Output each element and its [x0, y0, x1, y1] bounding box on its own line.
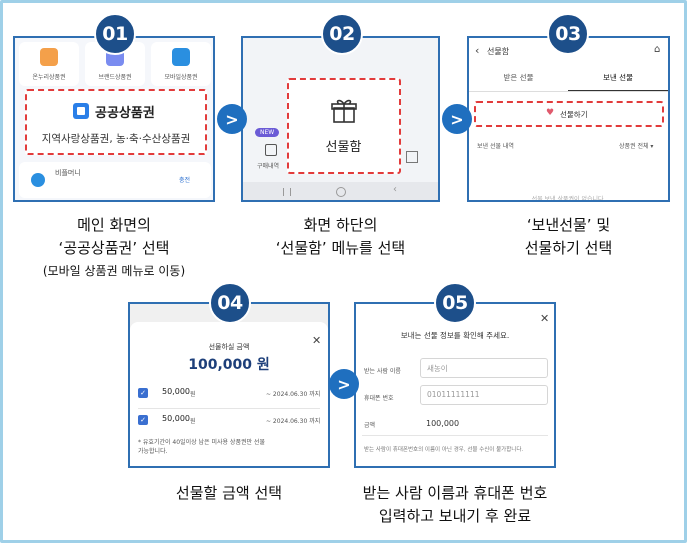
field-label: 금액 [364, 422, 376, 429]
heart-icon: ♥ [546, 108, 555, 118]
step-1-panel: 온누리상품권 브랜드상품권 모바일상품권 공공상품권 지역사랑상품권, 농·축·… [13, 36, 215, 202]
row-expiry: ~ 2024.06.30 까지 [266, 391, 321, 398]
bottom-item-label: 비플머니 [55, 169, 81, 177]
amount-heading: 선물하실 금액 [208, 343, 250, 351]
send-gift-highlight[interactable]: ♥ 선물하기 [474, 101, 664, 127]
amount-note: * 유효기간이 40일이상 남은 미사용 상품권만 선물 가능합니다. [138, 439, 265, 455]
step-1-caption-line: ‘공공상품권’ 선택 [58, 239, 170, 257]
step-3-panel: ‹ 선물함 ⌂ 받은 선물 보낸 선물 ♥ 선물하기 보낸 선물 내역 상품권 … [467, 36, 670, 202]
step-5-caption-line: 받는 사람 이름과 휴대폰 번호 [362, 484, 548, 502]
sent-list-label: 보낸 선물 내역 [477, 143, 514, 150]
row-unit: 원 [190, 418, 196, 425]
send-gift-label: 선물하기 [560, 110, 588, 119]
left-chip: NEW [255, 128, 280, 137]
filter-label: 상품권 전체 [619, 143, 649, 150]
next-arrow-icon: > [329, 369, 359, 399]
public-voucher-highlight[interactable]: 공공상품권 지역사랑상품권, 농·축·수산상품권 [25, 89, 207, 155]
phone-value: 01011111111 [427, 390, 480, 399]
close-icon[interactable]: ✕ [540, 312, 550, 325]
bottom-nav-bar: ‹ [243, 182, 438, 200]
step-2-panel: NEW 구매내역 선물함 ‹ [241, 36, 440, 202]
onnuri-icon [40, 48, 58, 66]
confirm-heading: 보내는 선물 정보를 확인해 주세요. [400, 331, 510, 340]
purchase-icon [265, 144, 277, 156]
back-nav-icon[interactable]: ‹ [393, 184, 397, 195]
tile-label: 모바일상품권 [164, 74, 198, 81]
total-amount: 100,000 원 [188, 357, 270, 373]
checkbox[interactable]: ✓ [138, 388, 148, 398]
purchase-label: 구매내역 [257, 163, 280, 170]
coin-icon [31, 173, 45, 187]
gift-box-highlight[interactable]: 선물함 [287, 78, 401, 174]
screen-title: 선물함 [487, 47, 510, 56]
field-label: 받는 사람 이름 [364, 368, 401, 375]
voucher-filter-select[interactable]: 상품권 전체 ▾ [619, 141, 653, 150]
step-2-caption-line: ‘선물함’ 메뉴를 선택 [275, 239, 406, 257]
step-2-caption-line: 화면 하단의 [303, 216, 378, 234]
home-icon[interactable]: ⌂ [654, 44, 661, 55]
public-voucher-title: 공공상품권 [95, 106, 155, 121]
charge-button[interactable]: 충전 [179, 177, 191, 184]
amount-value: 100,000 [426, 419, 460, 428]
step-5-badge: 05 [434, 282, 476, 324]
tab-sent[interactable]: 보낸 선물 [603, 73, 633, 82]
row-unit: 원 [190, 391, 196, 398]
gift-icon [331, 99, 357, 123]
row-divider [138, 408, 320, 409]
close-icon[interactable]: ✕ [312, 334, 322, 347]
tab-divider [469, 91, 668, 92]
home-nav-icon[interactable] [336, 187, 346, 197]
amount-row[interactable]: ✓ 50,000 원 ~ 2024.06.30 까지 [138, 413, 322, 429]
step-3-caption-line: ‘보낸선물’ 및 [526, 216, 611, 234]
row-value: 50,000 [162, 414, 190, 423]
step-4-caption: 선물할 금액 선택 [128, 482, 330, 505]
checkbox[interactable]: ✓ [138, 415, 148, 425]
bottom-item[interactable]: 비플머니 충전 [19, 162, 211, 198]
empty-state-text: 선물 보낸 상품권이 없습니다. [531, 196, 606, 202]
tab-received[interactable]: 받은 선물 [503, 73, 534, 82]
recipient-name-input[interactable]: 새농이 [420, 358, 548, 378]
step-5-panel: ✕ 보내는 선물 정보를 확인해 주세요. 받는 사람 이름 새농이 휴대폰 번… [354, 302, 556, 468]
field-label: 휴대폰 번호 [364, 395, 394, 402]
chevron-down-icon: ▾ [648, 143, 654, 150]
step-1-caption-note: (모바일 상품권 메뉴로 이동) [42, 264, 186, 278]
back-icon[interactable]: ‹ [475, 44, 480, 57]
recipient-name-value: 새농이 [427, 364, 448, 373]
step-1-caption-line: 메인 화면의 [77, 216, 151, 234]
menu-nav-icon[interactable] [283, 188, 291, 196]
tab-underline [568, 90, 668, 92]
tile-mobile[interactable]: 모바일상품권 [151, 42, 211, 86]
next-arrow-icon: > [217, 104, 247, 134]
row-value: 50,000 [162, 387, 190, 396]
step-1-caption: 메인 화면의 ‘공공상품권’ 선택 (모바일 상품권 메뉴로 이동) [13, 214, 215, 283]
next-arrow-icon: > [442, 104, 472, 134]
amount-sheet: ✕ 선물하실 금액 100,000 원 ✓ 50,000 원 ~ 2024.06… [130, 322, 328, 466]
mobile-icon [172, 48, 190, 66]
step-2-badge: 02 [321, 13, 363, 55]
step-2-caption: 화면 하단의 ‘선물함’ 메뉴를 선택 [241, 214, 440, 260]
step-1-badge: 01 [94, 13, 136, 55]
step-5-caption: 받는 사람 이름과 휴대폰 번호 입력하고 보내기 후 완료 [324, 482, 586, 528]
field-divider [362, 435, 548, 436]
step-4-caption-line: 선물할 금액 선택 [175, 484, 283, 502]
tile-onnuri[interactable]: 온누리상품권 [19, 42, 79, 86]
row-expiry: ~ 2024.06.30 까지 [266, 418, 321, 425]
tile-label: 온누리상품권 [32, 74, 66, 81]
step-3-badge: 03 [547, 13, 589, 55]
step-3-caption-line: 선물하기 선택 [524, 239, 613, 257]
step-4-badge: 04 [209, 282, 251, 324]
step-4-panel: ✕ 선물하실 금액 100,000 원 ✓ 50,000 원 ~ 2024.06… [128, 302, 330, 468]
phone-input[interactable]: 01011111111 [420, 385, 548, 405]
step-5-caption-line: 입력하고 보내기 후 완료 [378, 507, 532, 525]
public-voucher-subtitle: 지역사랑상품권, 농·축·수산상품권 [41, 133, 191, 145]
tile-label: 브랜드상품권 [98, 74, 132, 81]
confirm-note: 받는 사람이 휴대폰번호의 이름이 아닌 경우, 선물 수신이 불가합니다. [364, 447, 524, 453]
grid-icon [406, 151, 418, 163]
voucher-icon [73, 103, 89, 119]
gift-box-label: 선물함 [325, 140, 362, 155]
step-3-caption: ‘보낸선물’ 및 선물하기 선택 [467, 214, 670, 260]
amount-row[interactable]: ✓ 50,000 원 ~ 2024.06.30 까지 [138, 386, 322, 402]
